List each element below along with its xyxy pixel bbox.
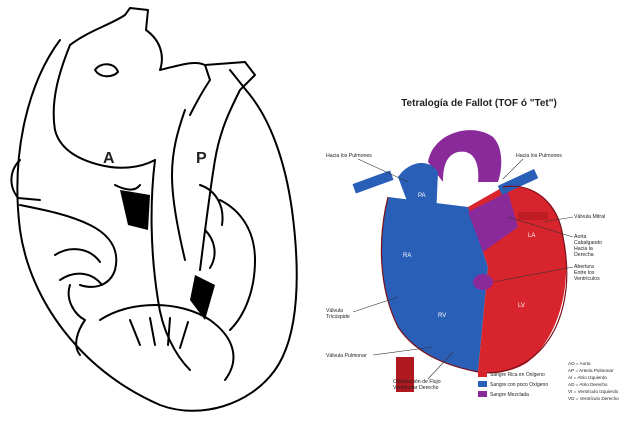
legend-swatch-deoxygenated [478, 381, 487, 387]
tag-pa: PA [418, 193, 426, 199]
legend-label-oxygenated: Sangre Rica en Oxígeno [490, 372, 545, 378]
key-line: AP = Arteria Pulmonar [568, 368, 614, 373]
key-line: AI = Atrio Izquierdo [568, 375, 607, 380]
callout-left-top: Hacia los Pulmones [326, 153, 372, 159]
label-a: A [103, 150, 115, 167]
heart-body [352, 130, 566, 392]
appendage [11, 160, 40, 200]
heart-outline [17, 40, 296, 411]
papillary-muscle [69, 285, 85, 355]
callout-pulmonary-valve: Válvula Pulmonar [326, 353, 367, 359]
diagram-title: Tetralogía de Fallot (TOF ó "Tet") [401, 98, 557, 109]
aorta-arch-mixed [428, 130, 501, 182]
key-line: AO = Aorta [568, 361, 591, 366]
callout-obstruction: Obstrucción de Flujo Ventricular Derecho [393, 379, 442, 391]
key-line: VI = Ventrículo Izquierdo [568, 389, 619, 394]
tricuspid-detail [200, 185, 223, 268]
left-pulmonary-branch [352, 170, 393, 193]
legend-swatch-oxygenated [478, 371, 487, 377]
shadow-region-1 [120, 190, 150, 230]
tag-rv: RV [438, 313, 446, 319]
heart-line-drawing: A P [0, 0, 305, 417]
vsd-opening [473, 274, 493, 290]
label-p: P [196, 150, 207, 167]
pulmonary-inner [172, 110, 185, 260]
tof-diagram-svg: Tetralogía de Fallot (TOF ó "Tet") [318, 87, 640, 415]
left-chamber-detail [20, 205, 116, 287]
callout-aorta: Aorta Cabalgando Hacia la Derecha [574, 234, 603, 258]
tag-la: LA [528, 233, 535, 239]
legend: Sangre Rica en Oxígeno Sangre con poco O… [478, 371, 548, 398]
key-line: VD = Ventrículo Derecho [568, 396, 619, 401]
callout-tricuspid: Válvula Tricúspide [326, 308, 350, 320]
key-line: AD = Atrio Derecho [568, 382, 608, 387]
tof-diagram: Tetralogía de Fallot (TOF ó "Tet") [318, 87, 640, 415]
left-atrium-vein [518, 212, 548, 220]
heart-line-drawing-svg: A P [0, 0, 305, 417]
tag-ao: AO [463, 163, 472, 169]
upper-vessel-knot [95, 64, 118, 76]
tag-ra: RA [403, 253, 411, 259]
chordae [130, 318, 188, 348]
legend-label-deoxygenated: Sangre con poco Oxígeno [490, 382, 548, 388]
aorta-vessel [70, 8, 210, 115]
valve-leaflets-left [55, 249, 102, 285]
right-ventricle-detail [220, 200, 255, 330]
callout-right-top: Hacia los Pulmones [516, 153, 562, 159]
legend-label-mixed: Sangre Mezclada [490, 392, 529, 398]
callout-mitral: Válvula Mitral [574, 214, 605, 220]
shadow-region-2 [190, 275, 215, 320]
septum [152, 160, 190, 370]
legend-swatch-mixed [478, 391, 487, 397]
right-heart-blue [381, 197, 488, 372]
callout-vsd: Abertura Entre los Ventrículos [574, 264, 600, 282]
pulmonary-vessel [200, 62, 255, 270]
tag-lv: LV [518, 303, 525, 309]
inner-curve [115, 185, 140, 190]
abbreviation-key: AO = Aorta AP = Arteria Pulmonar AI = At… [568, 361, 619, 401]
lower-chamber [100, 305, 233, 380]
